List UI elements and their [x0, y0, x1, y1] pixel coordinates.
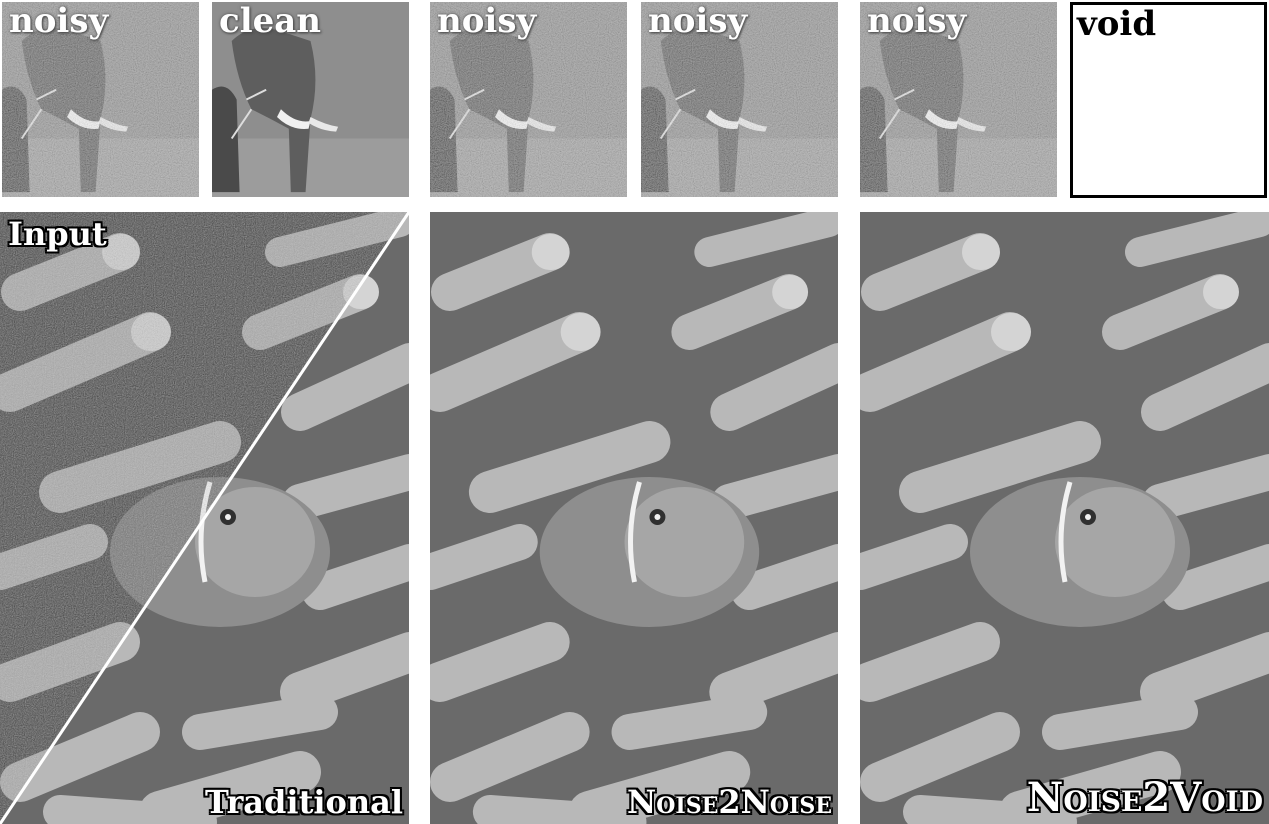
anemone-image [0, 212, 409, 824]
panel-noise2void: Noise2Void [860, 212, 1269, 824]
thumb-label: noisy [9, 2, 109, 41]
thumb-noisy-4: noisy [860, 2, 1057, 197]
thumb-noisy-2: noisy [430, 2, 627, 197]
anemone-image [430, 212, 838, 824]
thumb-noisy-3: noisy [641, 2, 838, 197]
noise2void-label: Noise2Void [1026, 774, 1263, 821]
thumb-label: noisy [648, 2, 748, 41]
panel-traditional: Input Traditional [0, 212, 409, 824]
traditional-label: Traditional [204, 783, 403, 821]
thumb-noisy-1: noisy [2, 2, 199, 197]
noise2noise-label: Noise2Noise [627, 783, 832, 821]
input-label: Input [8, 215, 107, 253]
void-box: void [1070, 2, 1267, 198]
panel-noise2noise: Noise2Noise [430, 212, 838, 824]
thumb-label: noisy [867, 2, 967, 41]
split-line [0, 212, 409, 824]
thumb-label: clean [219, 2, 321, 41]
void-label: void [1077, 4, 1157, 44]
thumb-label: noisy [437, 2, 537, 41]
anemone-image [860, 212, 1269, 824]
thumb-clean: clean [212, 2, 409, 197]
